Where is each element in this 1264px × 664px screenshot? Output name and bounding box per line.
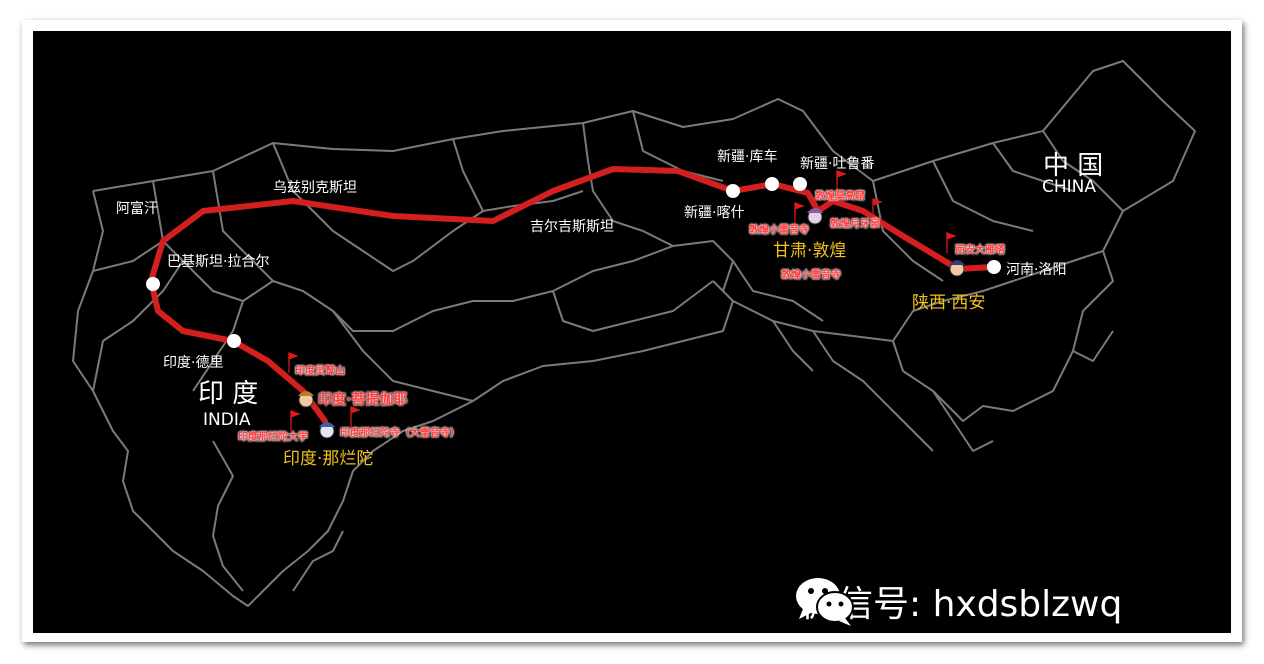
landmark-xiaoleiyin-2: 敦煌小雷音寺 — [781, 270, 841, 281]
stop-nalanda: 印度·那烂陀 — [283, 449, 374, 469]
landmark-mogao: 敦煌莫高窟 — [815, 191, 865, 202]
monk-figure-xian — [949, 260, 965, 277]
stop-lahore: 巴基斯坦·拉合尔 — [167, 254, 270, 270]
stop-delhi: 印度·德里 — [163, 355, 224, 371]
landmark-lingjiushan: 印度灵鹫山 — [295, 366, 345, 377]
country-india-en: INDIA — [203, 410, 251, 430]
stop-luoyang: 河南·洛阳 — [1006, 262, 1067, 278]
stop-kuqa: 新疆·库车 — [717, 149, 778, 165]
route-map: 中 国 CHINA 印 度 INDIA 阿富汗 乌兹别克斯坦 吉尔吉斯斯坦 河南… — [33, 31, 1231, 633]
stop-xian: 陕西·西安 — [912, 293, 986, 313]
stop-bodhgaya: 印度·菩提伽耶 — [318, 392, 408, 408]
watermark: 微信号: hxdsblzwq — [793, 575, 1122, 627]
watermark-text: 微信号: hxdsblzwq — [801, 584, 1123, 625]
stop-dot-kuqa — [765, 177, 779, 191]
stop-dunhuang: 甘肃·敦煌 — [773, 241, 847, 261]
stop-dot-luoyang — [987, 260, 1001, 274]
landmark-nalanda-univ: 印度那烂陀大学 — [238, 432, 308, 443]
stop-dot-delhi — [227, 334, 241, 348]
landmark-flags — [288, 170, 957, 431]
pilgrimage-route — [148, 166, 995, 424]
stop-kashgar: 新疆·喀什 — [684, 205, 745, 221]
country-borders — [72, 60, 1196, 607]
wechat-icon — [796, 578, 854, 626]
landmark-xiaoleiyin-1: 敦煌小雷音寺 — [749, 225, 809, 236]
country-india: 印 度 — [198, 379, 259, 409]
map-graphic — [72, 60, 1196, 607]
landmark-dayanta: 西安大雁塔 — [955, 245, 1005, 256]
country-uzbekistan: 乌兹别克斯坦 — [273, 180, 357, 196]
monk-figure-nalanda — [319, 422, 335, 439]
stop-dot-kashgar — [726, 184, 740, 198]
stop-dot-lahore — [146, 277, 160, 291]
landmark-yueyaquan: 敦煌月牙泉 — [830, 219, 880, 230]
monk-figure-dunhuang — [807, 208, 823, 225]
stop-turpan: 新疆·吐鲁番 — [800, 156, 875, 172]
country-kyrgyzstan: 吉尔吉斯斯坦 — [530, 219, 614, 235]
stop-dot-turpan — [793, 177, 807, 191]
country-china: 中 国 — [1043, 151, 1104, 181]
landmark-nalanda-temple: 印度那烂陀寺（大雷音寺） — [340, 428, 460, 439]
country-china-en: CHINA — [1042, 177, 1097, 197]
country-afghanistan: 阿富汗 — [116, 201, 158, 217]
monk-figure-bodhgaya — [298, 391, 314, 408]
